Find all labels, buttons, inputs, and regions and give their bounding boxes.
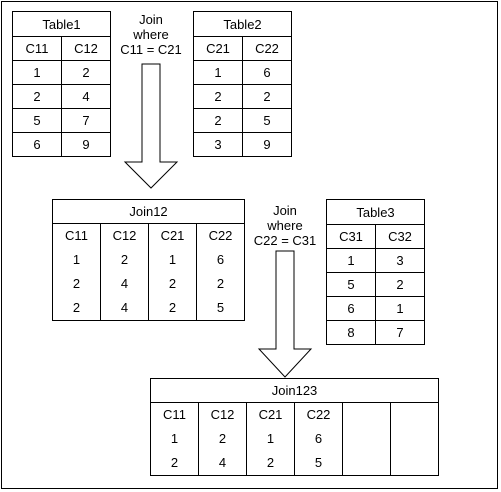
- table-cell: 5: [326, 272, 376, 297]
- column-header: C21: [258, 407, 283, 422]
- column-value: 2: [72, 300, 81, 315]
- column-value: 2: [266, 455, 275, 470]
- join123-column-empty-2: [389, 402, 440, 476]
- column-value: 2: [168, 276, 177, 291]
- column-value: 2: [72, 276, 81, 291]
- column-value: 4: [120, 300, 129, 315]
- column-value: 6: [216, 252, 225, 267]
- join-condition-1-line1: Join: [139, 12, 163, 27]
- down-arrow-icon: [123, 63, 179, 189]
- join12-title: Join12: [52, 199, 245, 224]
- join-condition-2: Join where C22 = C31: [246, 203, 324, 248]
- table1-title: Table1: [12, 11, 111, 37]
- column-value: 5: [216, 300, 225, 315]
- table3-header-c31: C31: [326, 224, 376, 249]
- table-cell: 3: [375, 248, 425, 273]
- table-cell: 6: [12, 132, 62, 157]
- column-value: 5: [314, 455, 323, 470]
- table1-header-c11: C11: [12, 36, 62, 61]
- table-cell: 7: [61, 108, 111, 133]
- column-header: C22: [306, 407, 331, 422]
- column-value: 2: [216, 276, 225, 291]
- down-arrow-icon: [257, 250, 313, 378]
- table2-title: Table2: [193, 11, 292, 37]
- table-cell: 2: [242, 84, 292, 109]
- table-cell: 9: [242, 132, 292, 157]
- join-condition-2-line3: C22 = C31: [253, 233, 317, 248]
- join123-column-c12: C12 2 4: [198, 402, 247, 476]
- table2-header-c21: C21: [193, 36, 243, 61]
- join12: Join12 C11 1 2 2 C12 2 4 4 C21 1 2 2 C22 6 2 5: [52, 199, 245, 321]
- join123-column-c11: C11 1 2: [150, 402, 199, 476]
- table-cell: 2: [193, 84, 243, 109]
- table-cell: 1: [193, 60, 243, 85]
- table-cell: 4: [61, 84, 111, 109]
- table-cell: 5: [12, 108, 62, 133]
- table-cell: 3: [193, 132, 243, 157]
- table-cell: 8: [326, 320, 376, 345]
- column-header: C22: [208, 228, 233, 243]
- table2-header-c22: C22: [242, 36, 292, 61]
- join12-column-c12: C12 2 4 4: [100, 223, 149, 321]
- column-header: C21: [160, 228, 185, 243]
- join-condition-2-line1: Join: [273, 203, 297, 218]
- table-cell: 7: [375, 320, 425, 345]
- table-cell: 6: [326, 296, 376, 321]
- column-value: 1: [72, 252, 81, 267]
- table1-header-c12: C12: [61, 36, 111, 61]
- join123-column-empty-1: [342, 402, 391, 476]
- table-cell: 2: [193, 108, 243, 133]
- table-cell: 2: [12, 84, 62, 109]
- join12-column-c22: C22 6 2 5: [196, 223, 245, 321]
- column-value: 2: [170, 455, 179, 470]
- column-value: 1: [168, 252, 177, 267]
- column-value: 2: [120, 252, 129, 267]
- table-cell: 9: [61, 132, 111, 157]
- table-cell: 1: [375, 296, 425, 321]
- join-condition-1: Join where C11 = C21: [112, 12, 190, 57]
- column-header: C11: [163, 407, 186, 422]
- join12-column-c21: C21 1 2 2: [148, 223, 197, 321]
- column-value: 4: [120, 276, 129, 291]
- table-cell: 1: [12, 60, 62, 85]
- column-value: 4: [218, 455, 227, 470]
- table3-title: Table3: [326, 199, 425, 225]
- table-cell: 5: [242, 108, 292, 133]
- join123: Join123 C11 1 2 C12 2 4 C21 1 2 C22 6 5: [149, 378, 440, 476]
- column-header: C12: [210, 407, 235, 422]
- column-value: 2: [218, 431, 227, 446]
- table3-header-c32: C32: [375, 224, 425, 249]
- column-header: C12: [112, 228, 137, 243]
- column-value: 6: [314, 431, 323, 446]
- join-condition-1-line3: C11 = C21: [120, 42, 182, 57]
- table-cell: 2: [375, 272, 425, 297]
- join123-column-c22: C22 6 5: [294, 402, 343, 476]
- join12-column-c11: C11 1 2 2: [52, 223, 101, 321]
- column-value: 1: [266, 431, 275, 446]
- join-condition-2-line2: where: [267, 218, 303, 233]
- table-cell: 6: [242, 60, 292, 85]
- column-value: 1: [170, 431, 179, 446]
- join-condition-1-line2: where: [133, 27, 169, 42]
- join123-title: Join123: [149, 378, 440, 403]
- table-cell: 1: [326, 248, 376, 273]
- column-value: 2: [168, 300, 177, 315]
- table-cell: 2: [61, 60, 111, 85]
- column-header: C11: [65, 228, 88, 243]
- join123-column-c21: C21 1 2: [246, 402, 295, 476]
